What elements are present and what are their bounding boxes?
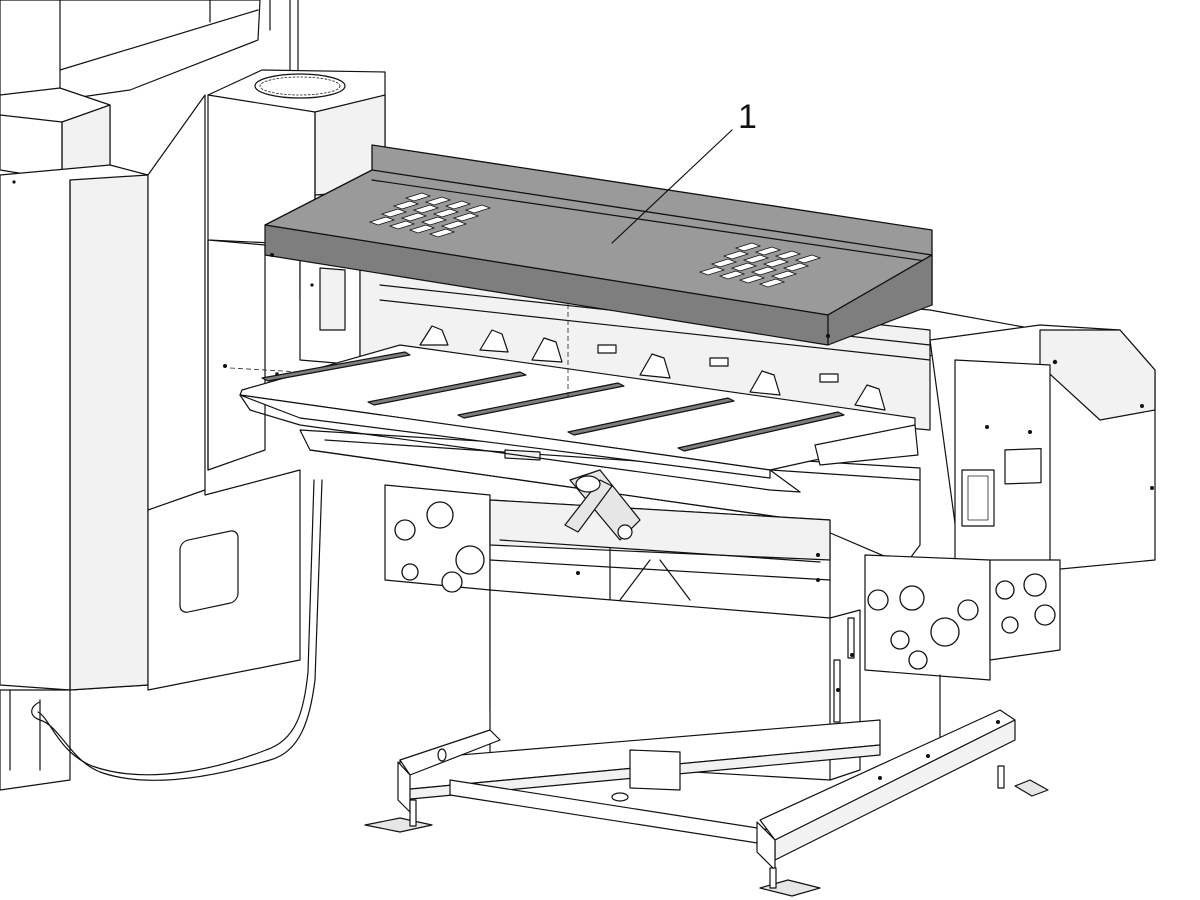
callout-1-label: 1 xyxy=(738,98,757,136)
leveling-foot-front xyxy=(759,867,821,897)
machine-housing-left xyxy=(0,0,323,791)
leveling-foot-right xyxy=(997,765,1049,797)
loading-tray xyxy=(229,344,919,493)
leveling-foot-left xyxy=(364,799,433,833)
vent-grille-right xyxy=(698,242,822,288)
spindle-column xyxy=(207,69,386,471)
vent-grille-left xyxy=(368,192,492,238)
callout-1-leader xyxy=(611,129,733,244)
leveling-foot-rear xyxy=(437,748,447,762)
callout-1: 1 xyxy=(611,98,757,244)
base-frame xyxy=(364,709,1049,897)
top-cover xyxy=(264,144,933,346)
